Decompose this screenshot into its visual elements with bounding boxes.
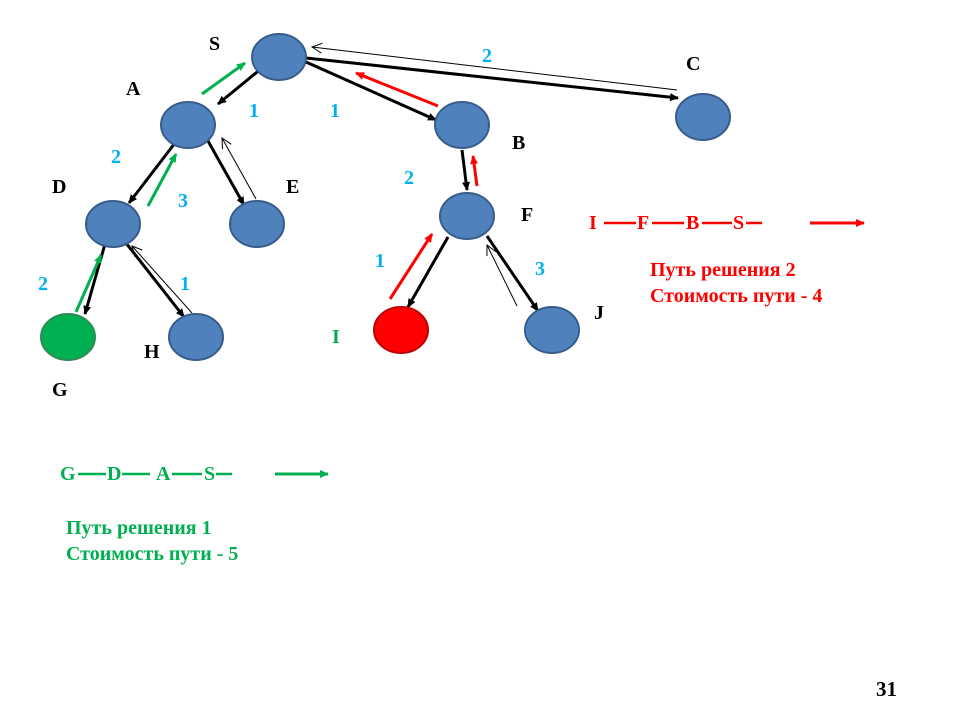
path1-title: Путь решения 1 xyxy=(66,517,212,539)
edge-f-j xyxy=(485,235,540,312)
edge-s-c xyxy=(305,56,679,102)
back-arrow-j-f xyxy=(487,245,518,307)
weight-b-f: 2 xyxy=(404,167,414,189)
path1-arrow-d-a xyxy=(146,153,178,207)
path2-cost: Стоимость пути - 4 xyxy=(650,285,823,307)
path2-seq-node: I xyxy=(589,212,597,234)
path1-arrow-a-s xyxy=(201,61,246,96)
edge-s-b xyxy=(305,60,437,122)
back-arrow-c-s xyxy=(312,47,678,91)
node-label-c: C xyxy=(686,53,700,75)
node-a xyxy=(160,101,216,149)
weight-d-g: 2 xyxy=(38,273,48,295)
weight-s-c: 2 xyxy=(482,45,492,67)
back-arrow-h-d xyxy=(132,246,193,314)
edge-weights: 1 1 2 2 3 2 1 2 1 3 xyxy=(38,45,545,295)
back-arrow-e-a xyxy=(222,138,257,200)
node-label-b: B xyxy=(512,132,525,154)
node-label-a: A xyxy=(126,78,141,100)
path1-sequence: G D A S xyxy=(60,463,329,485)
path2-arrow-f-b xyxy=(470,155,479,187)
node-b xyxy=(434,101,490,149)
path1-seq-node: A xyxy=(156,463,171,485)
edge-b-f xyxy=(460,149,470,191)
page-number: 31 xyxy=(876,677,897,701)
weight-f-j: 3 xyxy=(535,258,545,280)
node-e xyxy=(229,200,285,248)
path2-arrows xyxy=(355,71,479,300)
tree-edges xyxy=(83,56,679,318)
path1-caption: Путь решения 1 Стоимость пути - 5 xyxy=(66,515,238,567)
node-label-f: F xyxy=(521,204,533,226)
node-f xyxy=(439,192,495,240)
path2-caption: Путь решения 2 Стоимость пути - 4 xyxy=(650,257,822,309)
node-j xyxy=(524,306,580,354)
path1-arrow-g-d xyxy=(74,254,103,313)
path2-sequence: I F B S xyxy=(589,212,865,234)
node-label-j: J xyxy=(594,302,604,324)
path2-arrow-b-s xyxy=(355,71,439,108)
node-label-s: S xyxy=(209,33,220,55)
node-label-e: E xyxy=(286,176,299,198)
node-label-h: H xyxy=(144,341,160,363)
node-i xyxy=(373,306,429,354)
weight-a-d: 2 xyxy=(111,146,121,168)
node-labels: S A B C D E F G H I J xyxy=(52,33,700,401)
edge-a-d xyxy=(127,142,177,204)
node-g xyxy=(40,313,96,361)
path1-seq-node: D xyxy=(107,463,121,485)
tree-nodes xyxy=(40,33,731,361)
node-label-g: G xyxy=(52,379,68,401)
path1-seq-node: G xyxy=(60,463,76,485)
edge-a-e xyxy=(206,140,246,206)
path1-cost: Стоимость пути - 5 xyxy=(66,543,239,565)
edge-d-h xyxy=(124,242,186,318)
node-label-d: D xyxy=(52,176,66,198)
edge-s-a xyxy=(217,66,263,106)
path1-seq-node: S xyxy=(204,463,215,485)
path2-seq-node: S xyxy=(733,212,744,234)
weight-s-b: 1 xyxy=(330,100,340,122)
weight-d-h: 1 xyxy=(180,273,190,295)
node-c xyxy=(675,93,731,141)
path2-title: Путь решения 2 xyxy=(650,259,796,281)
weight-s-a: 1 xyxy=(249,100,259,122)
edge-f-i xyxy=(406,236,450,308)
path1-arrows xyxy=(74,61,246,313)
path2-seq-node: F xyxy=(637,212,649,234)
edge-d-g xyxy=(83,243,107,315)
path2-seq-node: B xyxy=(686,212,699,234)
node-d xyxy=(85,200,141,248)
weight-f-i: 1 xyxy=(375,250,385,272)
backtrack-arrows xyxy=(132,47,678,314)
weight-a-e: 3 xyxy=(178,190,188,212)
node-label-i: I xyxy=(332,326,340,348)
node-h xyxy=(168,313,224,361)
path2-arrow-i-f xyxy=(388,233,434,300)
node-s xyxy=(251,33,307,81)
